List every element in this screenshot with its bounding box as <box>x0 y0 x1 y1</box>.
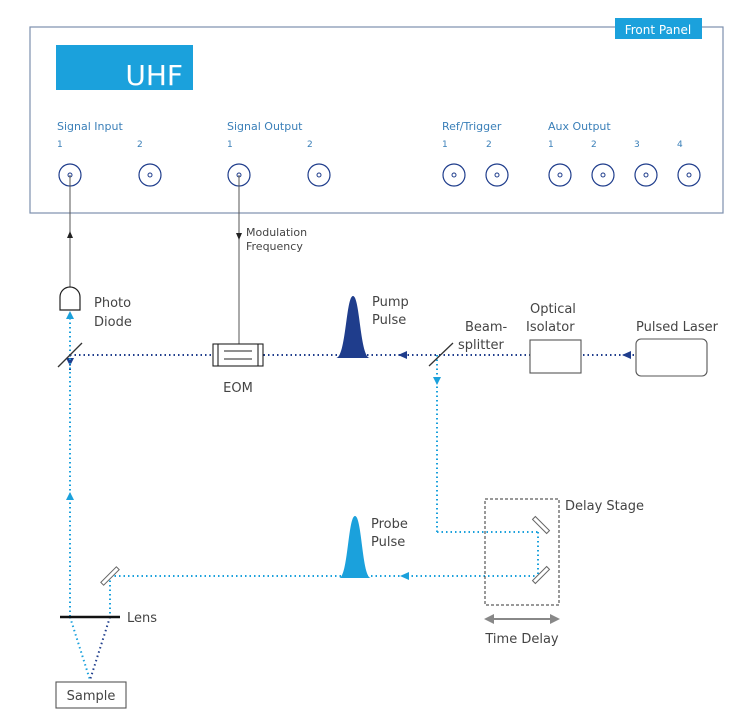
aux-output-2-connector[interactable] <box>591 163 615 187</box>
signal-input-label: Signal Input <box>57 120 123 133</box>
aux-output-port-number: 2 <box>591 140 597 150</box>
beamsplitter <box>428 342 454 367</box>
aux-output-port-number: 1 <box>548 140 554 150</box>
signal-output-port-number: 1 <box>227 140 233 150</box>
pulsed-laser-box <box>635 338 708 377</box>
time-delay-label: Time Delay <box>484 632 559 647</box>
aux-output-label: Aux Output <box>548 120 611 133</box>
aux-output-1-connector[interactable] <box>548 163 572 187</box>
beamsplitter-label-line2: splitter <box>458 338 504 353</box>
up-arrow-icon <box>67 231 73 238</box>
delay-stage-box <box>484 498 560 606</box>
signal-output-port-number: 2 <box>307 140 313 150</box>
pump-pulse-label-line1: Pump <box>372 295 409 310</box>
ref-trigger-2-connector[interactable] <box>485 163 509 187</box>
sample-box <box>55 681 127 709</box>
delay-mirror-top <box>531 515 551 535</box>
eom-label: EOM <box>223 381 253 396</box>
down-arrow-icon <box>236 233 242 240</box>
optical-isolator-box <box>529 339 582 374</box>
down-arrow-icon <box>433 377 441 385</box>
up-arrow-icon <box>66 311 74 319</box>
photodiode-label-line2: Diode <box>94 315 132 330</box>
aux-output-3-connector[interactable] <box>634 163 658 187</box>
pump-pulse-label-line2: Pulse <box>372 313 406 328</box>
focus-left-probe <box>69 616 91 681</box>
aux-output-port-number: 4 <box>677 140 683 150</box>
ref-trigger-label: Ref/Trigger <box>442 120 502 133</box>
modulation-label-line2: Frequency <box>246 240 303 253</box>
delay-mirror-bottom <box>531 565 551 585</box>
aux-output-4-connector[interactable] <box>677 163 701 187</box>
sample-label: Sample <box>67 689 116 704</box>
photodiode-label-line1: Photo <box>94 296 131 311</box>
up-arrow-icon <box>66 492 74 500</box>
combining-beamsplitter <box>57 342 83 368</box>
left-arrow-icon <box>622 351 631 359</box>
front-panel-label: Front Panel <box>625 23 692 37</box>
modulation-label-line1: Modulation <box>246 226 307 239</box>
uhf-logo-text: UHF <box>125 59 183 92</box>
uhf-logo <box>56 45 193 90</box>
beamsplitter-label-line1: Beam- <box>465 320 508 335</box>
signal-input-port-number: 1 <box>57 140 63 150</box>
down-arrow-icon <box>66 358 74 366</box>
eom-box <box>212 343 264 367</box>
left-arrow-icon <box>398 351 407 359</box>
front-panel-frame <box>29 26 724 214</box>
left-arrow-icon <box>484 614 494 624</box>
signal-input-2-connector[interactable] <box>138 163 162 187</box>
ref-trigger-1-connector[interactable] <box>442 163 466 187</box>
probe-pulse-label-line1: Probe <box>371 517 408 532</box>
delay-stage-label: Delay Stage <box>565 499 644 514</box>
signal-input-port-number: 2 <box>137 140 143 150</box>
pump-pulse-shape <box>336 296 370 358</box>
ref-trigger-port-number: 2 <box>486 140 492 150</box>
focus-right-pump <box>89 616 111 681</box>
left-arrow-icon <box>400 572 409 580</box>
probe-pulse-shape <box>339 516 371 578</box>
right-arrow-icon <box>550 614 560 624</box>
lens-label: Lens <box>127 611 157 626</box>
signal-output-label: Signal Output <box>227 120 303 133</box>
photodiode-icon <box>59 286 81 311</box>
aux-output-port-number: 3 <box>634 140 640 150</box>
front-panel-tag <box>615 18 702 39</box>
ref-trigger-port-number: 1 <box>442 140 448 150</box>
probe-pulse-label-line2: Pulse <box>371 535 405 550</box>
optical-isolator-label-line1: Optical <box>530 302 576 317</box>
pulsed-laser-label: Pulsed Laser <box>636 320 719 335</box>
optical-isolator-label-line2: Isolator <box>526 320 575 335</box>
signal-output-2-connector[interactable] <box>307 163 331 187</box>
probe-mirror <box>100 566 120 586</box>
